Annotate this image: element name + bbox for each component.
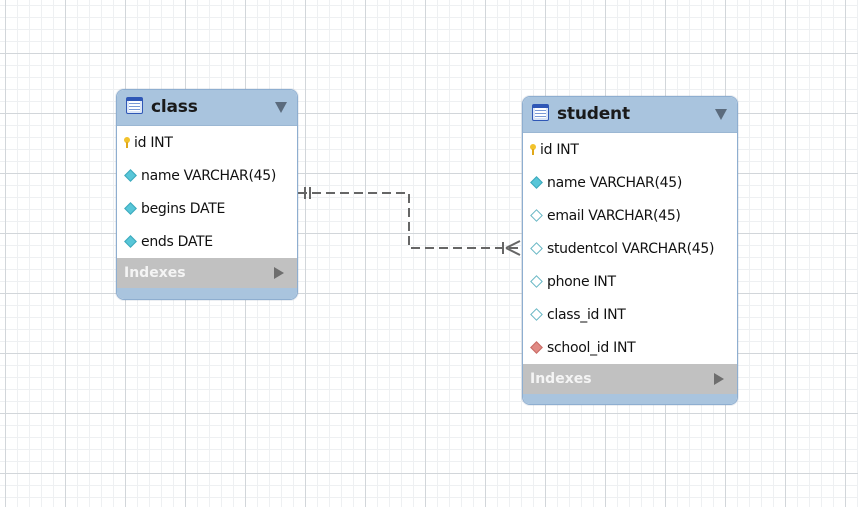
relationship-line bbox=[298, 192, 518, 249]
column-row-ends[interactable]: ends DATE bbox=[117, 225, 297, 258]
indexes-label: Indexes bbox=[530, 371, 592, 387]
column-row-school-id[interactable]: school_id INT bbox=[523, 331, 737, 364]
column-label: name VARCHAR(45) bbox=[547, 174, 682, 191]
not-null-column-icon bbox=[530, 176, 543, 189]
column-label: email VARCHAR(45) bbox=[547, 207, 681, 224]
not-null-column-icon bbox=[124, 235, 137, 248]
column-label: class_id INT bbox=[547, 306, 626, 323]
class-table-header[interactable]: class bbox=[117, 90, 297, 126]
class-table[interactable]: class id INT name VARCHAR(45) begins DAT… bbox=[116, 89, 298, 300]
foreign-key-column-icon bbox=[530, 341, 543, 354]
nullable-column-icon bbox=[530, 308, 543, 321]
nullable-column-icon bbox=[530, 209, 543, 222]
table-name: class bbox=[151, 97, 198, 117]
column-label: begins DATE bbox=[141, 200, 226, 217]
column-row-name[interactable]: name VARCHAR(45) bbox=[117, 159, 297, 192]
indexes-label: Indexes bbox=[124, 265, 186, 281]
collapse-arrow-icon[interactable] bbox=[715, 109, 727, 120]
column-row-id[interactable]: id INT bbox=[117, 126, 297, 159]
expand-arrow-icon[interactable] bbox=[714, 373, 724, 385]
column-label: phone INT bbox=[547, 273, 616, 290]
indexes-section[interactable]: Indexes bbox=[117, 258, 297, 288]
column-row-phone[interactable]: phone INT bbox=[523, 265, 737, 298]
table-icon bbox=[532, 104, 549, 121]
crowfoot-lower bbox=[505, 247, 521, 256]
table-footer bbox=[117, 288, 297, 299]
column-row-id[interactable]: id INT bbox=[523, 133, 737, 166]
primary-key-icon bbox=[124, 137, 130, 148]
nullable-column-icon bbox=[530, 242, 543, 255]
table-icon bbox=[126, 97, 143, 114]
student-table[interactable]: student id INT name VARCHAR(45) email VA… bbox=[522, 96, 738, 405]
column-label: name VARCHAR(45) bbox=[141, 167, 276, 184]
indexes-section[interactable]: Indexes bbox=[523, 364, 737, 394]
relationship-class-student[interactable] bbox=[298, 187, 521, 256]
table-footer bbox=[523, 394, 737, 404]
column-label: id INT bbox=[134, 134, 173, 151]
crowfoot-upper bbox=[505, 240, 521, 249]
column-row-email[interactable]: email VARCHAR(45) bbox=[523, 199, 737, 232]
nullable-column-icon bbox=[530, 275, 543, 288]
student-table-header[interactable]: student bbox=[523, 97, 737, 133]
column-row-begins[interactable]: begins DATE bbox=[117, 192, 297, 225]
table-name: student bbox=[557, 104, 630, 124]
column-row-class-id[interactable]: class_id INT bbox=[523, 298, 737, 331]
column-row-studentcol[interactable]: studentcol VARCHAR(45) bbox=[523, 232, 737, 265]
column-label: school_id INT bbox=[547, 339, 636, 356]
collapse-arrow-icon[interactable] bbox=[275, 102, 287, 113]
column-label: studentcol VARCHAR(45) bbox=[547, 240, 715, 257]
primary-key-icon bbox=[530, 144, 536, 155]
expand-arrow-icon[interactable] bbox=[274, 267, 284, 279]
not-null-column-icon bbox=[124, 202, 137, 215]
column-row-name[interactable]: name VARCHAR(45) bbox=[523, 166, 737, 199]
column-label: ends DATE bbox=[141, 233, 213, 250]
column-label: id INT bbox=[540, 141, 579, 158]
not-null-column-icon bbox=[124, 169, 137, 182]
